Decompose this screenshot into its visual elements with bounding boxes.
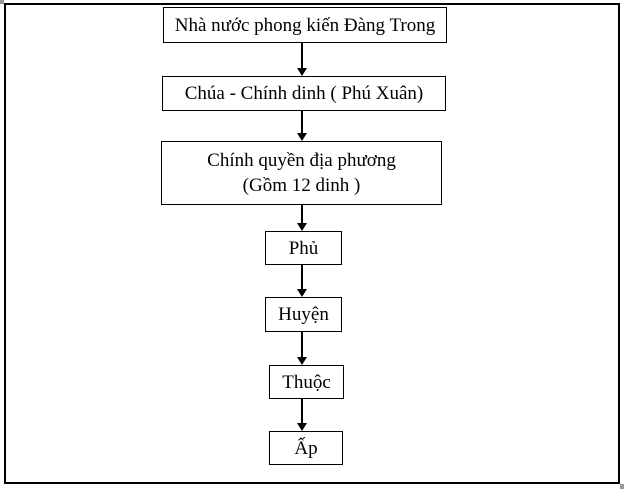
arrow-down-icon-6 bbox=[296, 399, 308, 431]
node-chinh-quyen-dia-phuong: Chính quyền địa phương (Gồm 12 dinh ) bbox=[161, 141, 442, 205]
arrow-shaft bbox=[301, 205, 303, 224]
arrow-down-icon-5 bbox=[296, 332, 308, 365]
node-label: Thuộc bbox=[282, 371, 331, 393]
arrow-down-icon-1 bbox=[296, 43, 308, 76]
arrow-down-icon-2 bbox=[296, 111, 308, 141]
arrow-head bbox=[297, 68, 307, 76]
arrow-head bbox=[297, 423, 307, 431]
arrow-shaft bbox=[301, 265, 303, 290]
node-chua-chinh-dinh-phu-xuan: Chúa - Chính dinh ( Phú Xuân) bbox=[162, 76, 446, 111]
node-label: Nhà nước phong kiến Đàng Trong bbox=[174, 14, 436, 36]
node-nha-nuoc-phong-kien-dang-trong: Nhà nước phong kiến Đàng Trong bbox=[163, 7, 447, 43]
corner-artifact-top-left bbox=[0, 0, 4, 4]
node-label-line2: (Gồm 12 dinh ) bbox=[242, 175, 361, 196]
node-label: Ấp bbox=[294, 437, 318, 459]
arrow-shaft bbox=[301, 332, 303, 358]
arrow-shaft bbox=[301, 43, 303, 69]
node-label: Huyện bbox=[278, 304, 329, 325]
arrow-head bbox=[297, 133, 307, 141]
node-ap: Ấp bbox=[269, 431, 343, 465]
corner-artifact-bottom-right bbox=[620, 484, 624, 489]
node-label: Chúa - Chính dinh ( Phú Xuân) bbox=[184, 83, 424, 104]
arrow-head bbox=[297, 289, 307, 297]
arrow-down-icon-3 bbox=[296, 205, 308, 231]
node-huyen: Huyện bbox=[265, 297, 342, 332]
node-label-line1: Chính quyền địa phương bbox=[207, 150, 396, 171]
arrow-shaft bbox=[301, 399, 303, 424]
arrow-shaft bbox=[301, 111, 303, 134]
arrow-head bbox=[297, 223, 307, 231]
arrow-down-icon-4 bbox=[296, 265, 308, 297]
node-thuoc: Thuộc bbox=[269, 365, 344, 399]
outer-frame bbox=[4, 3, 620, 484]
arrow-head bbox=[297, 357, 307, 365]
node-phu: Phủ bbox=[265, 231, 342, 265]
node-label: Phủ bbox=[288, 237, 319, 259]
